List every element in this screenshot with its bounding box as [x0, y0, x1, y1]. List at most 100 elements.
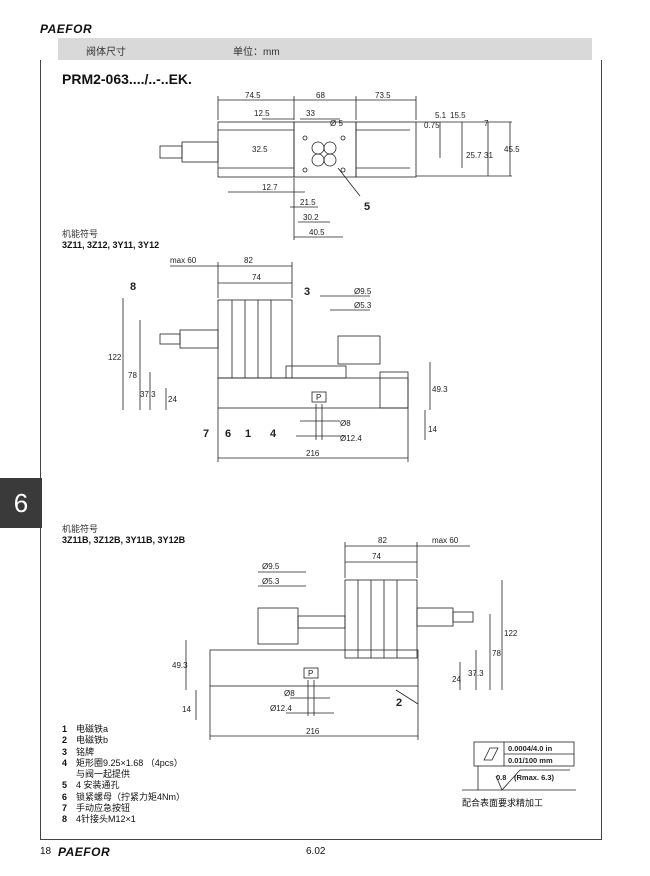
- dim-top-325: 32.5: [252, 145, 268, 154]
- legend-text: 与阀一起提供: [76, 769, 131, 780]
- dim-top-5: Ø 5: [330, 119, 343, 128]
- dim-mid-493: 49.3: [432, 385, 448, 394]
- legend-num: 3: [62, 746, 68, 757]
- brand-logo-top: PAEFOR: [40, 22, 93, 36]
- dim-top-215: 21.5: [300, 198, 316, 207]
- callout-1: 1: [245, 428, 251, 440]
- callout-top-5: 5: [364, 201, 370, 213]
- dim-bot-74: 74: [372, 552, 381, 561]
- dim-mid-216: 216: [306, 449, 320, 458]
- dim-mid-8: Ø8: [340, 419, 351, 428]
- symbols-2: 机能符号 3Z11B, 3Z12B, 3Y11B, 3Y12B: [62, 522, 185, 545]
- per100-value: 0.01/100 mm: [508, 756, 553, 765]
- legend-item: 3 铭牌: [62, 747, 185, 758]
- dim-bot-78: 78: [492, 649, 501, 658]
- side-view-drawing-2: [185, 542, 503, 740]
- page-frame: [40, 60, 602, 840]
- legend-item: 与阀一起提供: [62, 769, 185, 780]
- legend-item: 8 4针接头M12×1: [62, 814, 185, 825]
- dim-top-405: 40.5: [309, 228, 325, 237]
- header-label-left: 阀体尺寸: [86, 47, 126, 58]
- dim-top-302: 30.2: [303, 213, 319, 222]
- dim-mid-24: 24: [168, 395, 177, 404]
- dim-top-735: 73.5: [375, 91, 391, 100]
- callout-8: 8: [130, 281, 136, 293]
- rmax-value: (Rmax. 6.3): [514, 773, 555, 782]
- dim-top-31: 31: [484, 151, 493, 160]
- roughness-value: 0.8: [496, 773, 506, 782]
- dim-mid-122: 122: [108, 353, 122, 362]
- legend-num: 1: [62, 724, 68, 734]
- surface-finish-symbol: [462, 741, 576, 791]
- dim-top-7: 7: [484, 119, 489, 128]
- version-label: 6.02: [306, 846, 326, 857]
- dim-bot-124: Ø12.4: [270, 704, 292, 713]
- dim-mid-14: 14: [428, 425, 437, 434]
- callout-4: 4: [270, 428, 277, 440]
- header-bar: 阀体尺寸 单位：mm: [58, 38, 592, 60]
- legend-num: 2: [62, 735, 68, 746]
- dim-top-257: 25.7: [466, 151, 482, 160]
- symbols-1-label: 机能符号: [62, 229, 99, 239]
- callout-mid-p: P: [316, 393, 321, 402]
- dim-bot-14: 14: [182, 705, 191, 714]
- page-title: PRM2-063..../..-..EK.: [62, 71, 192, 87]
- chapter-tab[interactable]: 6: [0, 478, 42, 528]
- legend-item: 4 矩形圈9.25×1.68 （4pcs）: [62, 758, 185, 769]
- page-number: 18: [40, 846, 52, 857]
- legend-item: 2 电磁铁b: [62, 735, 185, 746]
- dim-mid-373: 37.3: [140, 390, 156, 399]
- dim-bot-493: 49.3: [172, 661, 188, 670]
- dim-mid-124: Ø12.4: [340, 434, 362, 443]
- dim-top-075: 0.75: [424, 121, 440, 130]
- legend-num: [62, 769, 76, 780]
- legend-text: 铭牌: [76, 746, 95, 757]
- callout-2: 2: [396, 697, 402, 709]
- dim-mid-82: 82: [244, 256, 253, 265]
- legend-num: 4: [62, 757, 68, 768]
- symbols-1-codes: 3Z11, 3Z12, 3Y11, 3Y12: [62, 240, 160, 250]
- legend-num: 6: [62, 791, 68, 802]
- callout-7: 7: [203, 428, 209, 440]
- dim-mid-max60: max 60: [170, 256, 197, 265]
- legend-text: 4针接头M12×1: [76, 814, 136, 825]
- surface-note: 配合表面要求精加工: [462, 798, 544, 808]
- legend-text: 4 安装通孔: [76, 780, 120, 791]
- dim-top-68: 68: [316, 91, 325, 100]
- dim-top-155: 15.5: [450, 111, 466, 120]
- legend-text: 电磁铁a: [76, 724, 109, 734]
- dim-bot-122: 122: [504, 629, 518, 638]
- legend-num: 8: [62, 814, 68, 825]
- dim-bot-216: 216: [306, 727, 320, 736]
- flatness-value: 0.0004/4.0 in: [508, 744, 553, 753]
- legend-item: 5 4 安装通孔: [62, 780, 185, 791]
- symbols-2-codes: 3Z11B, 3Z12B, 3Y11B, 3Y12B: [62, 535, 186, 545]
- legend-text: 矩形圈9.25×1.68 （4pcs）: [76, 757, 183, 768]
- legend-text: 电磁铁b: [76, 735, 109, 746]
- dim-top-51: 5.1: [435, 111, 447, 120]
- callout-bot-p: P: [308, 669, 313, 678]
- dim-bot-82: 82: [378, 536, 387, 545]
- legend-num: 7: [62, 803, 68, 814]
- callout-6: 6: [225, 428, 231, 440]
- legend-item: 1 电磁铁a: [62, 724, 185, 735]
- dim-mid-53: Ø5.3: [354, 301, 372, 310]
- legend-num: 5: [62, 780, 68, 791]
- dim-bot-max60: max 60: [432, 536, 459, 545]
- dim-top-125: 12.5: [254, 109, 270, 118]
- top-view-drawing: [159, 96, 512, 240]
- dim-top-455: 45.5: [504, 145, 520, 154]
- dim-top-745: 74.5: [245, 91, 261, 100]
- dim-mid-78: 78: [128, 371, 137, 380]
- symbols-2-label: 机能符号: [62, 524, 99, 534]
- dim-bot-53: Ø5.3: [262, 577, 280, 586]
- symbols-1: 机能符号 3Z11, 3Z12, 3Y11, 3Y12: [62, 227, 159, 250]
- dim-top-127: 12.7: [262, 183, 278, 192]
- dim-bot-8: Ø8: [284, 689, 295, 698]
- dim-mid-95: Ø9.5: [354, 287, 372, 296]
- dim-bot-373: 37.3: [468, 669, 484, 678]
- legend-text: 手动应急按钮: [76, 803, 131, 814]
